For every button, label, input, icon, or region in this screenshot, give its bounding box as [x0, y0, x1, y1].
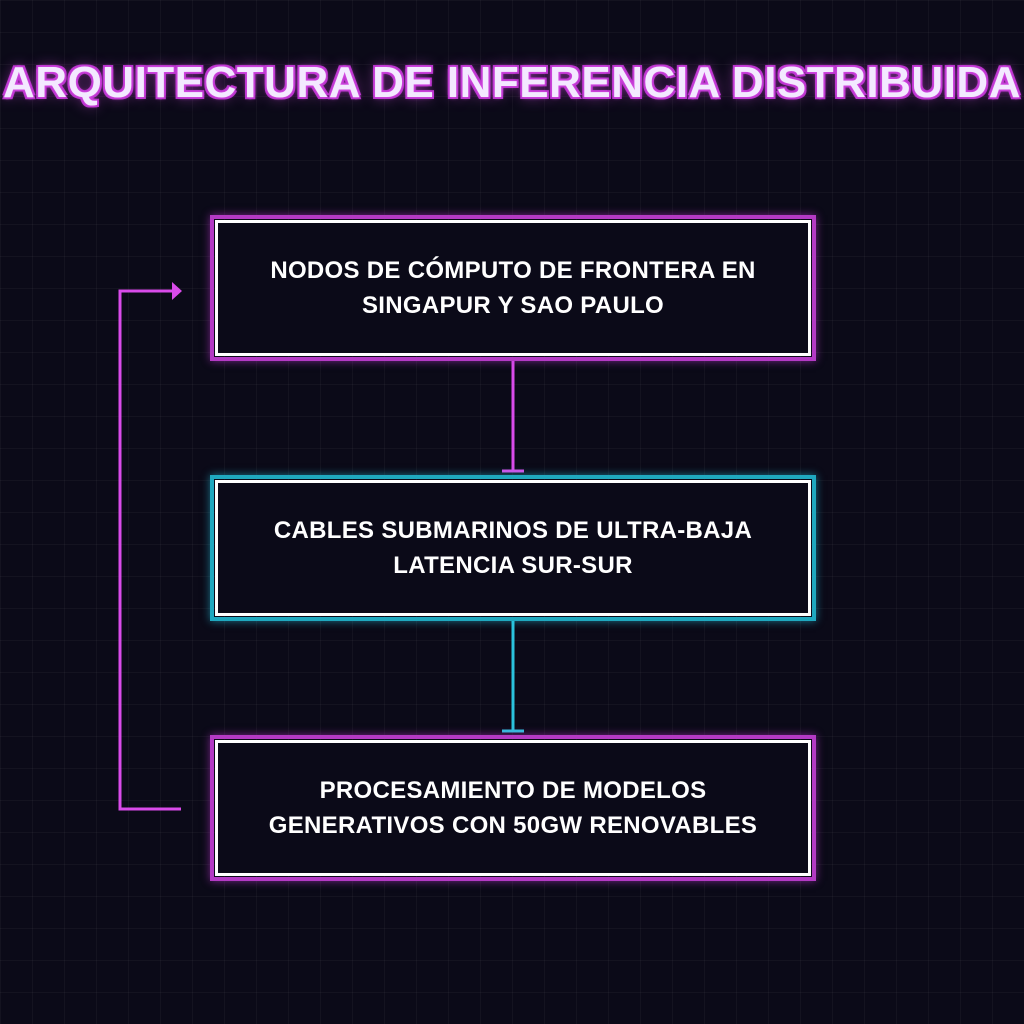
node-label: CABLES SUBMARINOS DE ULTRA-BAJA LATENCIA…: [273, 517, 753, 579]
node-submarine-cables: CABLES SUBMARINOS DE ULTRA-BAJA LATENCIA…: [210, 475, 816, 621]
node-generative-processing: PROCESAMIENTO DE MODELOS GENERATIVOS CON…: [210, 735, 816, 881]
edge-node1-to-node2: [502, 360, 524, 473]
node-label: NODOS DE CÓMPUTO DE FRONTERA EN SINGAPUR…: [270, 257, 756, 319]
node-label: PROCESAMIENTO DE MODELOS GENERATIVOS CON…: [268, 777, 758, 839]
node-edge-compute: NODOS DE CÓMPUTO DE FRONTERA EN SINGAPUR…: [210, 215, 816, 361]
edge-node2-to-node3: [502, 620, 524, 733]
diagram-title: ARQUITECTURA DE INFERENCIA DISTRIBUIDA: [3, 58, 1021, 107]
edge-feedback-loop: [118, 282, 182, 811]
arrowhead-icon: [172, 282, 182, 300]
